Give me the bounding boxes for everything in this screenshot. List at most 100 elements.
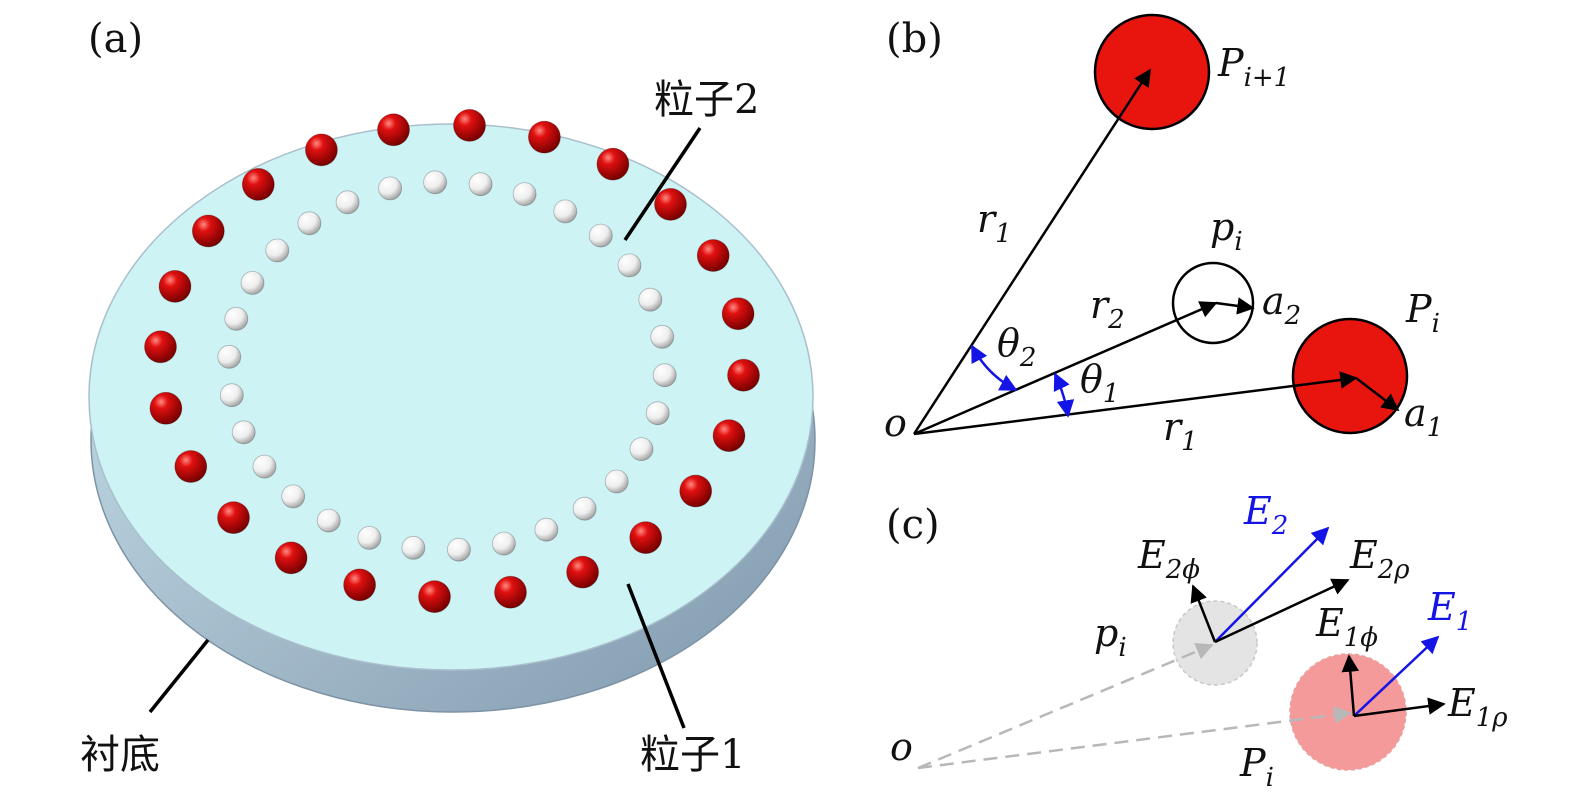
red-particle [418,580,451,613]
P-next-label: Pi+1 [1217,41,1290,93]
white-particle [265,238,290,263]
substrate-callout-line [148,638,210,714]
panel-b-label: (b) [886,16,943,62]
r2-vector [913,301,1218,436]
white-particle [335,190,360,215]
red-particle [377,113,410,147]
white-particle [252,454,277,479]
particle-P-next [1093,13,1211,131]
white-particle [629,437,654,462]
substrate-label: 衬底 [80,732,160,778]
E1rho-label: E1ρ [1447,681,1508,733]
red-particle [149,391,183,425]
inner-particle-ring [217,170,677,562]
red-particle [274,541,308,575]
red-particle [144,330,177,364]
a2-label: a2 [1262,279,1301,331]
white-particle [224,306,249,331]
r1-lower-vector [913,371,1358,436]
r1-upper-label: r1 [977,197,1012,249]
white-particle [401,535,426,560]
white-particle [652,363,677,388]
red-particle [453,109,486,142]
P-i-label-c: Pi [1239,741,1274,793]
theta2-label: θ2 [997,321,1036,373]
E2rho-vector [1214,578,1350,644]
white-particle [316,508,341,533]
white-particle [645,401,670,426]
substrate-disc [88,123,816,713]
red-particle [191,214,225,248]
dashed-vector-to-p-i [917,643,1214,770]
white-particle [281,484,306,509]
E2phi-vector [1190,584,1217,643]
particle-P-i [1291,317,1409,435]
white-particle [468,172,493,197]
particle1-label: 粒子1 [640,732,745,778]
red-particle [241,167,275,201]
particle1-callout-line [626,583,686,729]
E1rho-vector [1353,697,1446,718]
r1-lower-label: r1 [1163,405,1198,457]
white-particle [604,469,629,494]
white-particle [588,223,613,248]
particle2-callout-line [623,127,702,241]
red-particle [494,575,527,609]
white-particle [553,199,578,224]
white-particle [423,170,448,195]
E1-label: E1 [1427,585,1472,637]
red-particle [721,297,755,331]
red-particle [696,239,730,272]
white-particle [491,531,516,556]
P-i-label: Pi [1405,287,1440,339]
red-particle [566,555,599,589]
red-particle [528,120,561,154]
panel-a: (a) 粒子2 粒子1 衬底 [80,16,816,778]
p-i-label: pi [1210,205,1243,257]
white-particle [446,537,471,562]
theta1-angle-arc [1053,372,1075,418]
E2rho-label: E2ρ [1349,533,1410,585]
red-particle [343,568,377,602]
red-particle [174,450,208,483]
red-particle [629,521,663,554]
origin-label-b: o [884,401,907,445]
E1-vector [1353,635,1440,717]
p-i-label-c: pi [1094,611,1127,663]
white-particle [217,344,242,369]
a1-label: a1 [1404,391,1443,443]
white-particle [617,253,642,278]
white-particle [219,383,244,408]
E2-vector [1214,526,1330,643]
panel-c: (c) o pi Pi E2 E2ϕ E2ρ E1 E1ϕ E1ρ [886,489,1508,793]
theta2-angle-arc [970,344,1018,392]
white-particle [650,324,675,349]
white-particle [572,496,597,521]
white-particle [231,420,256,445]
r2-label: r2 [1090,283,1125,335]
white-particle [378,176,403,201]
a1-radius-vector [1355,377,1400,412]
a2-radius-vector [1215,297,1255,315]
white-particle [534,517,559,542]
panel-a-label: (a) [88,16,143,62]
E1phi-vector [1341,654,1360,717]
outer-particle-ring [144,109,760,613]
E2-label: E2 [1243,489,1288,541]
theta1-label: θ1 [1080,357,1119,409]
E1phi-label: E1ϕ [1315,601,1378,653]
red-particle [158,269,192,303]
panel-b: (b) o Pi+1 Pi pi r1 r2 r1 θ2 θ1 a2 a1 [884,13,1443,457]
white-particle [297,211,322,236]
red-particle [304,133,338,167]
red-particle [654,187,687,221]
substrate-top [88,123,814,671]
white-particle [357,526,382,550]
particle2-label: 粒子2 [654,77,759,123]
red-particle [217,501,250,534]
dashed-vector-to-P-i [917,706,1352,770]
E2phi-label: E2ϕ [1137,533,1200,585]
white-particle [512,182,537,207]
r1-upper-vector [912,68,1152,435]
